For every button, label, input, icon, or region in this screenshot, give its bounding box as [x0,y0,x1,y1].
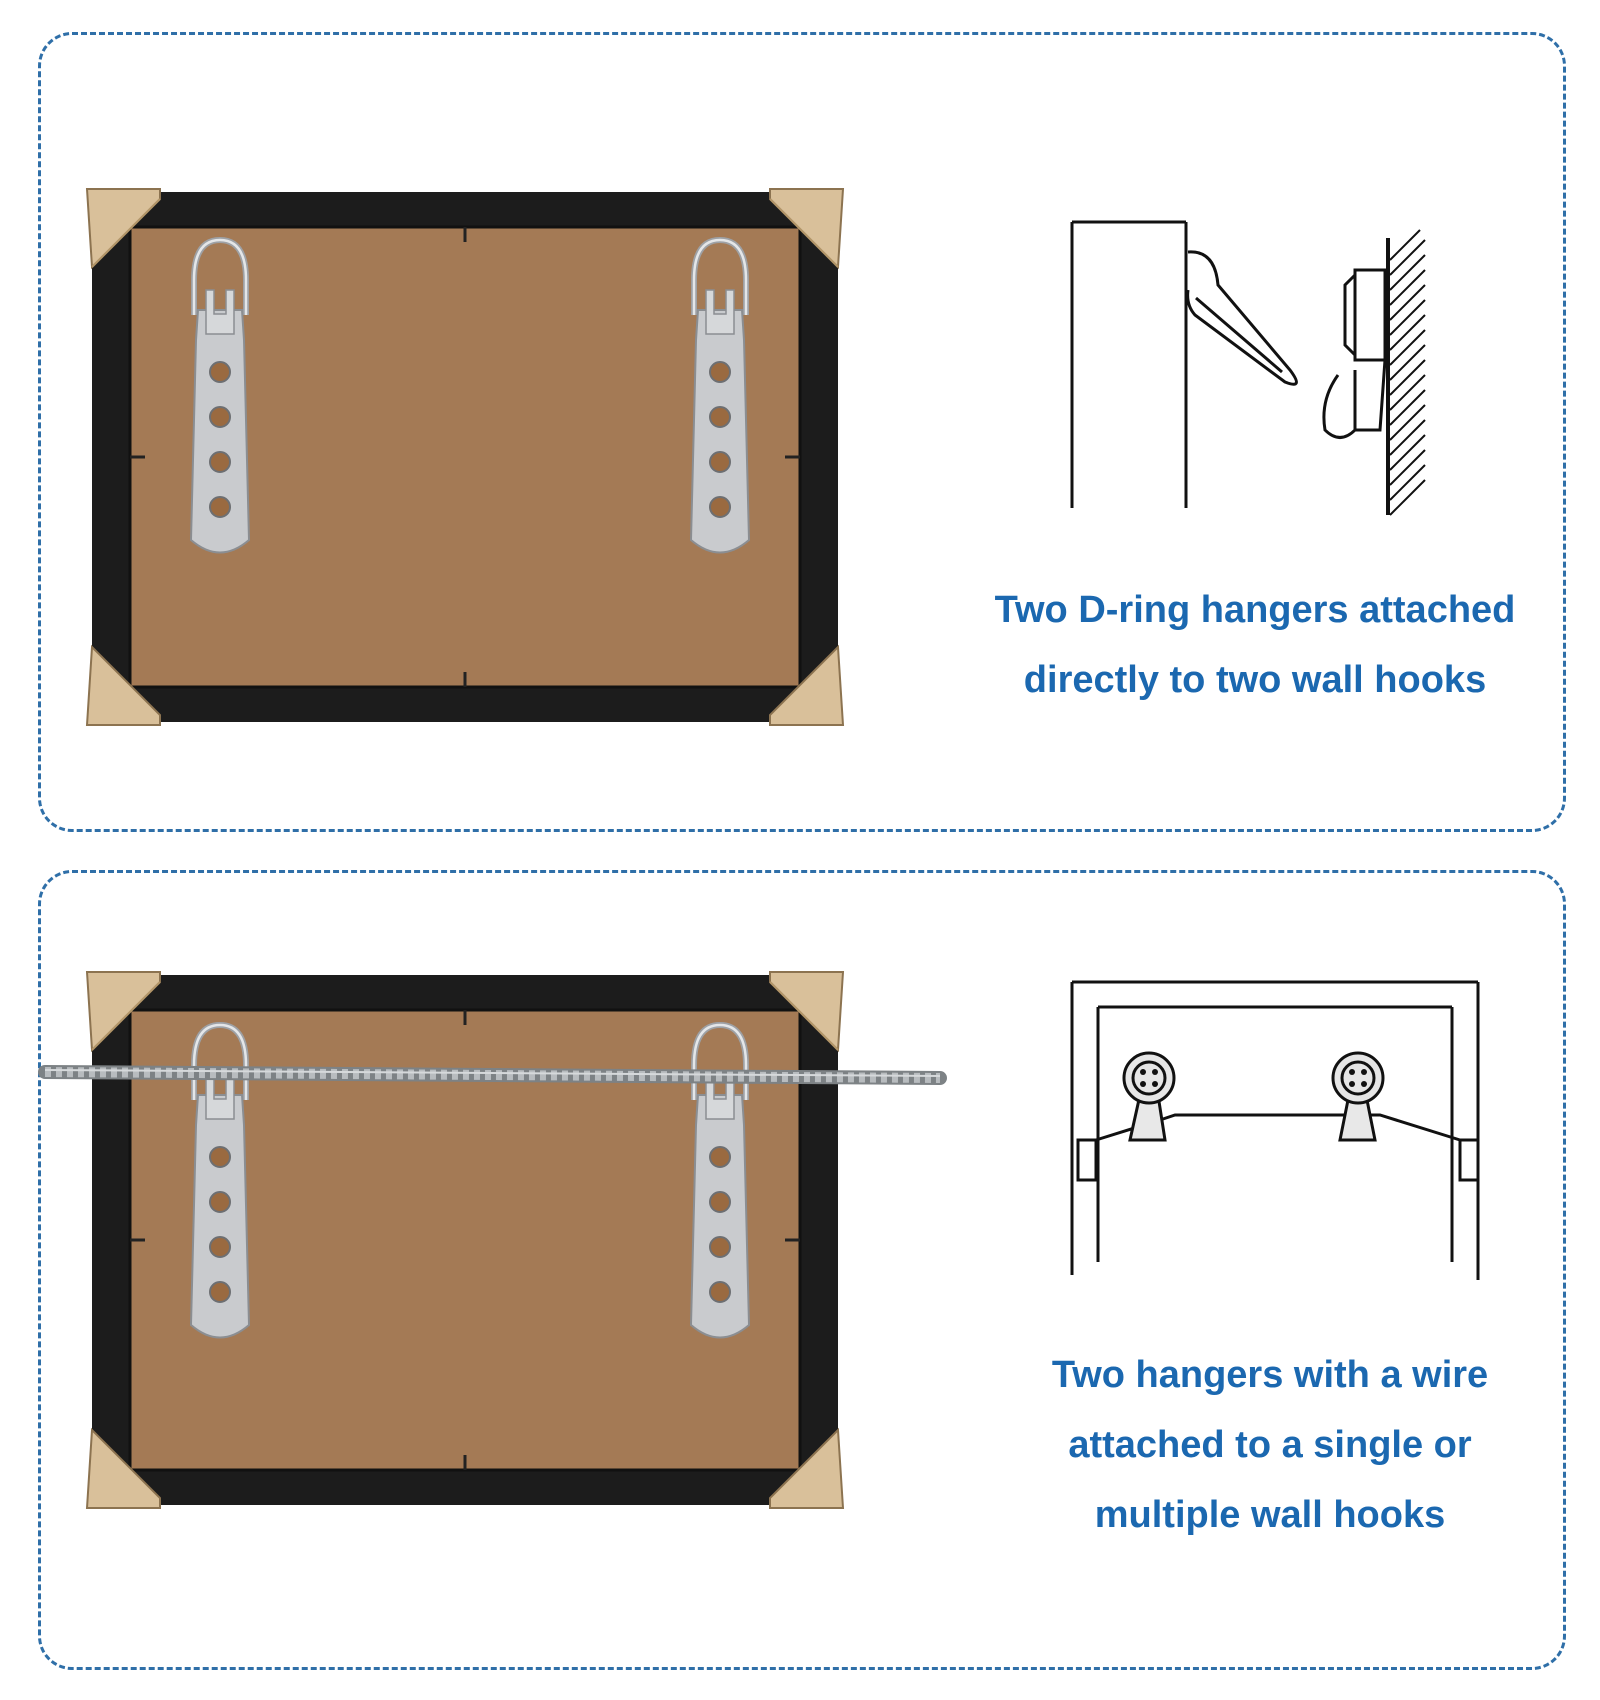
caption-line: attached to a single or [1068,1424,1472,1466]
hook-nail-holes [1140,1069,1367,1087]
caption-wire-method: Two hangers with a wire attached to a si… [990,1340,1550,1550]
method-panel-wire [38,870,1566,1670]
hanging-wire [38,1065,947,1085]
wire-on-hooks-diagram [1070,980,1480,1280]
caption-dring-method: Two D-ring hangers attached directly to … [960,575,1550,715]
dring-on-hook-diagram [1070,220,1390,515]
caption-line: Two hangers with a wire [1051,1354,1489,1396]
caption-line: directly to two wall hooks [1023,659,1487,701]
method-panel-dring [38,32,1566,832]
caption-line: Two D-ring hangers attached [994,589,1516,631]
caption-line: multiple wall hooks [1094,1494,1446,1536]
wall-hatching [1389,229,1426,516]
